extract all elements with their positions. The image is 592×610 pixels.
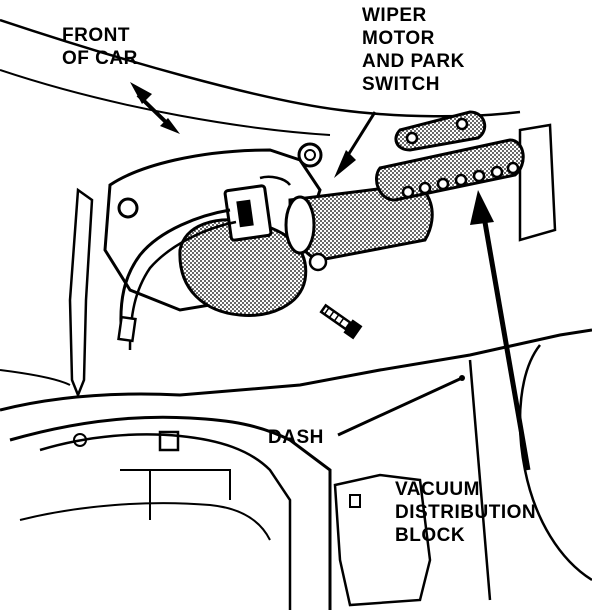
right-vertical-rail (468, 359, 492, 601)
dash-round-hole (73, 433, 87, 447)
dash-panel-lower (39, 433, 292, 610)
vacuum-block-arrow (479, 204, 531, 471)
dash-label: DASH (268, 426, 324, 449)
vacuum-port-7 (506, 161, 520, 175)
wiper-motor-line-4: SWITCH (362, 74, 440, 95)
wiring-harness-3 (259, 175, 292, 186)
front-of-car-arrow-head (130, 82, 180, 134)
bracket-bolt-top (297, 142, 323, 168)
wiper-motor-line-1: WIPER (362, 5, 427, 26)
connector-slot (236, 199, 254, 228)
wiper-motor-label: WIPER MOTOR AND PARK SWITCH (362, 4, 465, 96)
bracket-bolt-left (117, 197, 139, 219)
bracket-bolt-top-inner (304, 149, 316, 161)
front-of-car-line-1: FRONT (62, 25, 130, 46)
harness-clip (117, 315, 137, 343)
motor-gear-housing (178, 218, 308, 317)
vacuum-port-6 (490, 165, 504, 179)
dash-leader-line (337, 376, 463, 437)
left-panel-outline (68, 187, 94, 399)
windshield-lower-line (0, 69, 331, 136)
vacuum-block-arrow-head (470, 190, 494, 225)
vacuum-block-label: VACUUM DISTRIBUTION BLOCK (395, 478, 536, 547)
vacuum-port-5 (472, 169, 486, 183)
motor-mount-bolt (308, 252, 328, 272)
vacuum-block-line-2: DISTRIBUTION (395, 502, 537, 523)
right-small-hole (349, 494, 361, 508)
dash-panel-bottom (19, 502, 271, 541)
dash-step-lines (120, 469, 231, 520)
vacuum-port-2 (418, 181, 432, 195)
vacuum-port-4 (454, 173, 468, 187)
dash-leader-dot (459, 375, 465, 381)
right-mount-bracket (518, 123, 557, 242)
wiper-motor-arrow-head (334, 150, 356, 178)
vacuum-block-top (394, 110, 487, 152)
vacuum-port-1 (401, 185, 415, 199)
wiring-harness (119, 208, 231, 341)
dash-panel-inner (9, 415, 332, 610)
vacuum-port-top-2 (455, 117, 469, 131)
wiper-motor-line-2: MOTOR (362, 28, 435, 49)
right-curved-panel (518, 344, 592, 582)
motor-end-cap (284, 195, 316, 255)
front-of-car-label: FRONT OF CAR (62, 24, 138, 70)
right-cutout (333, 473, 432, 607)
mounting-screw (319, 303, 363, 340)
dash-line-1: DASH (268, 427, 324, 448)
vacuum-block-line-3: BLOCK (395, 525, 466, 546)
vacuum-port-3 (436, 177, 450, 191)
left-panel-lower (0, 369, 71, 386)
dash-panel-top (0, 328, 592, 412)
vacuum-port-top-1 (405, 131, 419, 145)
vacuum-block-line-1: VACUUM (395, 479, 480, 500)
dash-square-hole (158, 430, 180, 452)
front-of-car-line-2: OF CAR (62, 48, 138, 69)
wiper-motor-line-3: AND PARK (362, 51, 465, 72)
vacuum-port-row (401, 161, 520, 199)
vacuum-block-body (375, 138, 525, 202)
